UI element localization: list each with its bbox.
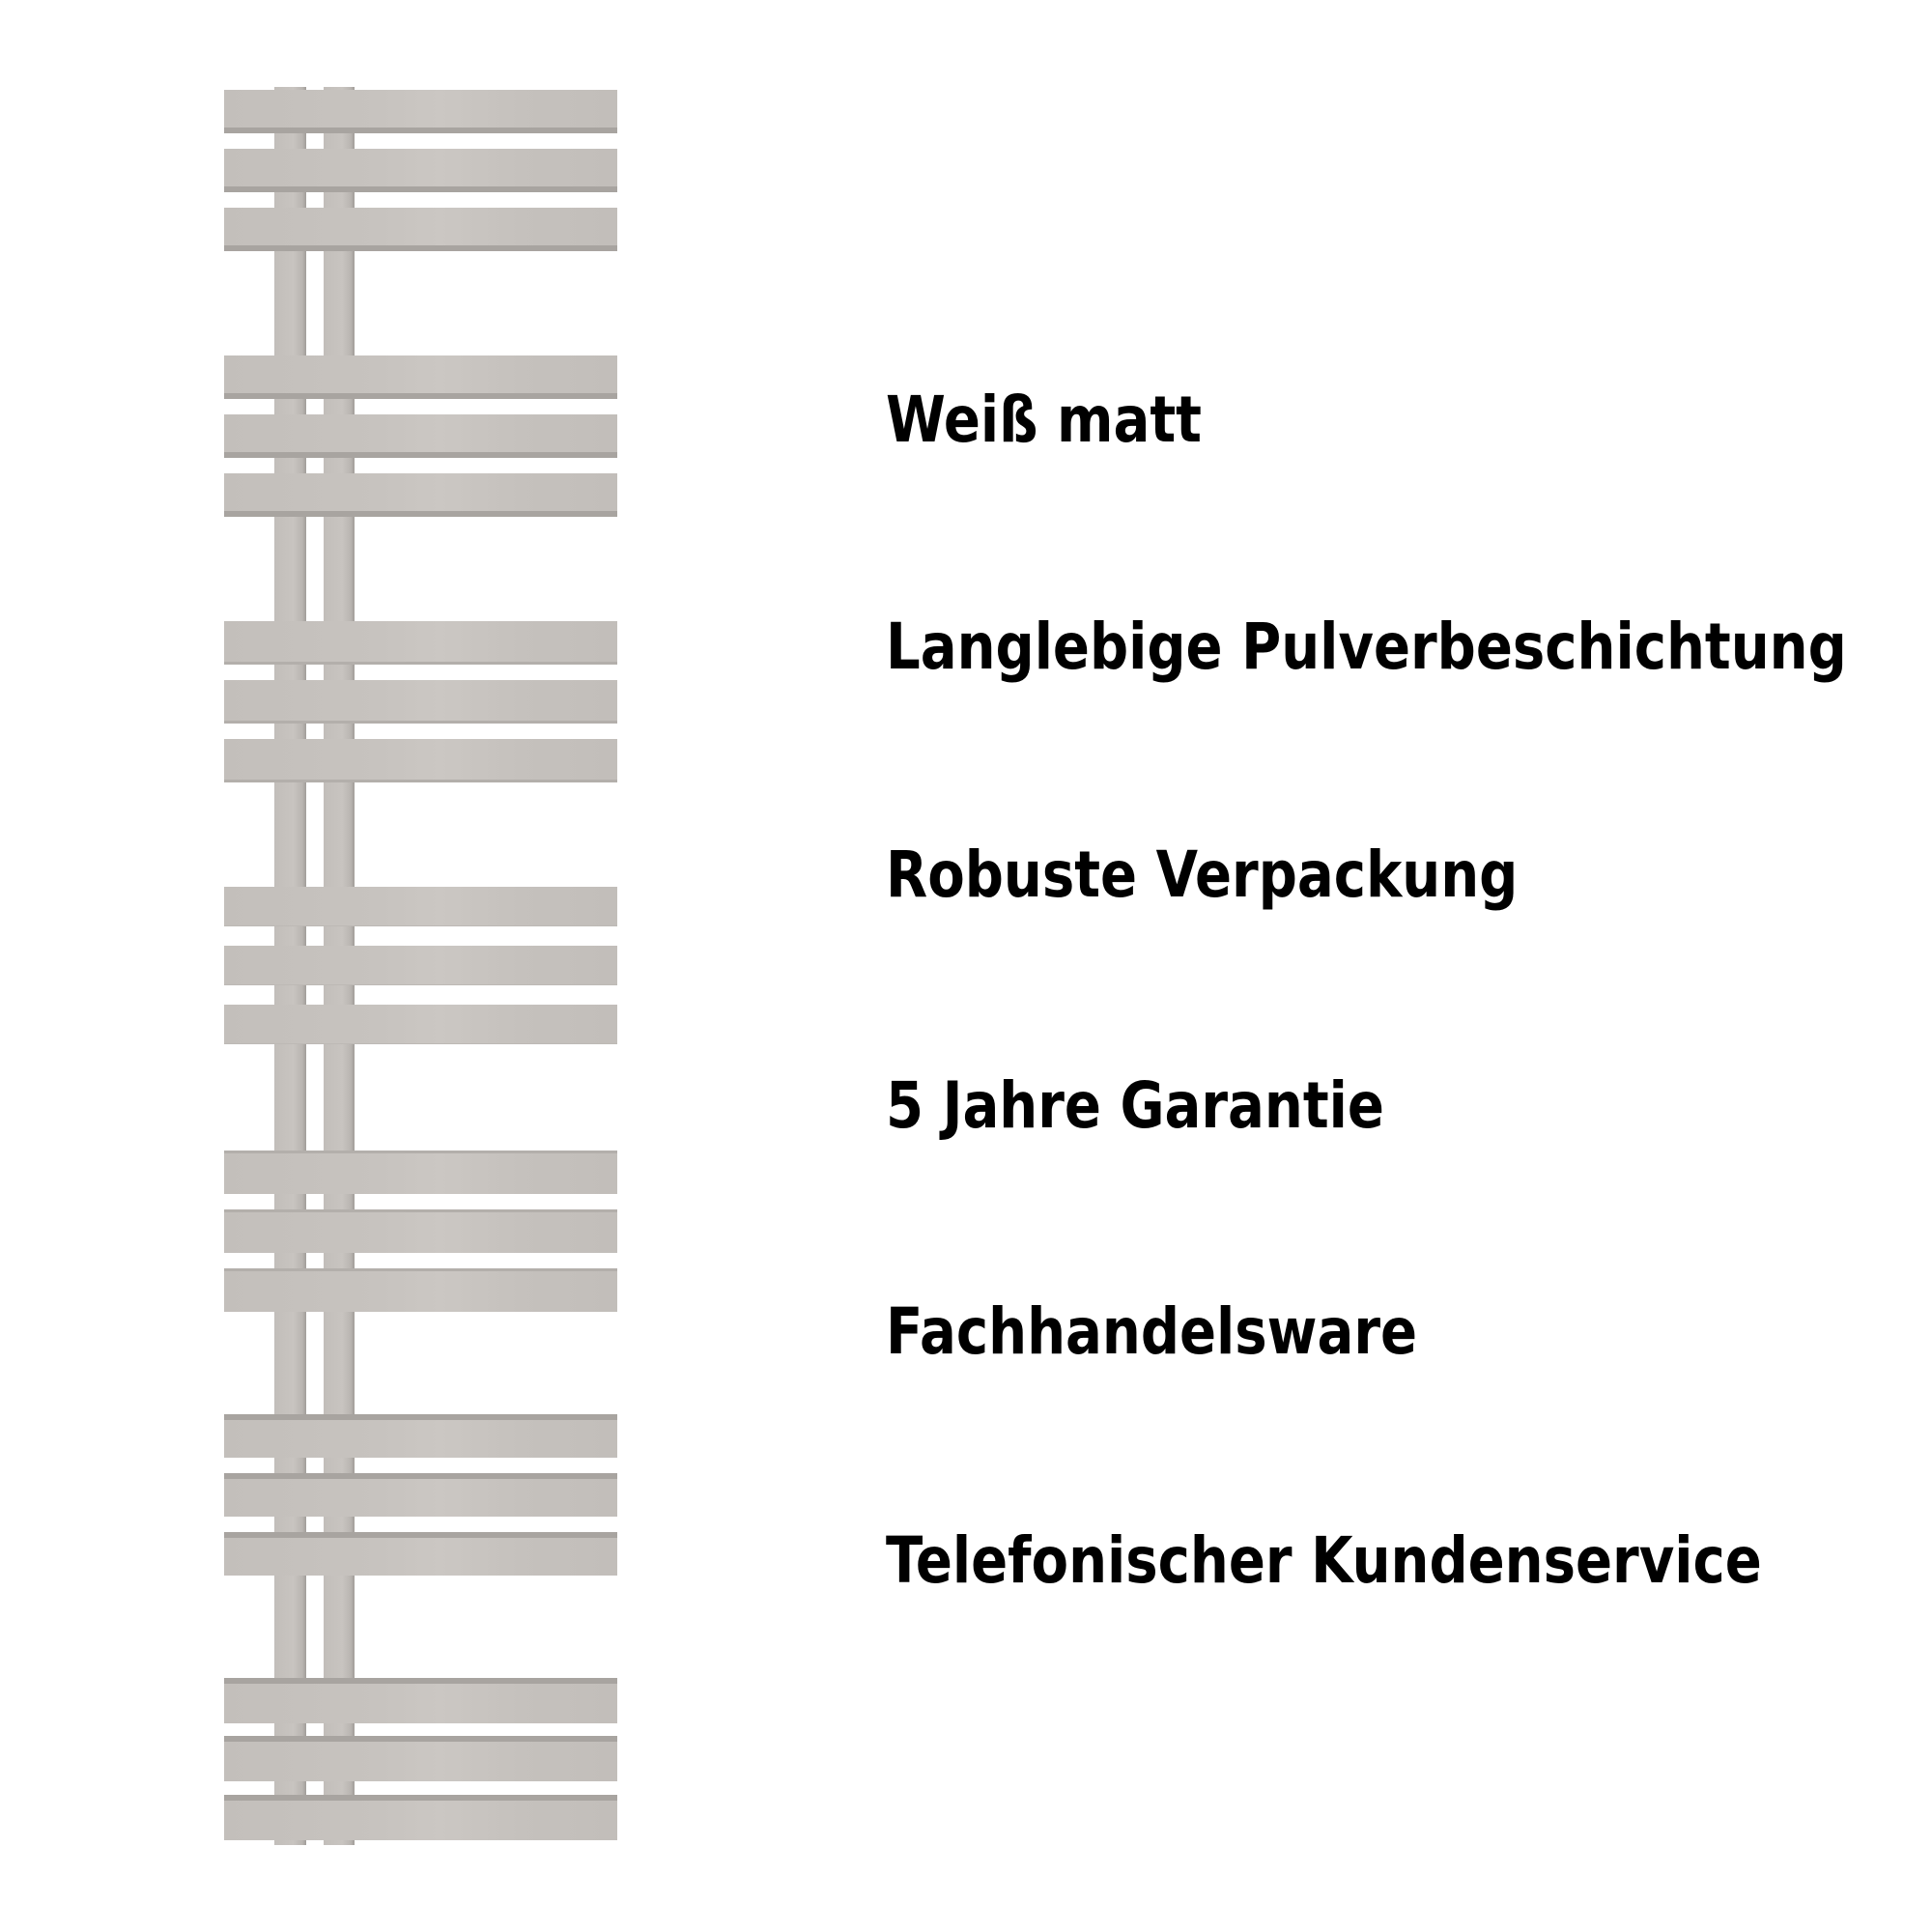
radiator-bar [224, 946, 617, 985]
feature-coating: Langlebige Pulverbeschichtung [886, 610, 1847, 684]
feature-customer-service: Telefonischer Kundenservice [886, 1523, 1762, 1598]
radiator-bar [224, 621, 617, 665]
radiator-bar [224, 1736, 617, 1781]
radiator-bar [224, 473, 617, 517]
feature-finish: Weiß matt [886, 383, 1202, 457]
radiator-bar [224, 887, 617, 926]
radiator-bar [224, 1005, 617, 1044]
feature-packaging: Robuste Verpackung [886, 838, 1519, 912]
radiator-bar [224, 1678, 617, 1723]
feature-list: Weiß matt Langlebige Pulverbeschichtung … [886, 0, 1929, 1932]
radiator-bar [224, 1268, 617, 1312]
radiator-bar [224, 1473, 617, 1517]
radiator-bar [224, 355, 617, 399]
radiator-bar [224, 149, 617, 192]
radiator-bar [224, 208, 617, 251]
radiator-bar [224, 1414, 617, 1458]
radiator-bar [224, 1795, 617, 1840]
radiator-bar [224, 1151, 617, 1194]
radiator-bar [224, 739, 617, 782]
radiator-bar [224, 680, 617, 724]
radiator-bar [224, 1532, 617, 1576]
radiator-bar [224, 414, 617, 458]
towel-radiator-illustration [0, 0, 676, 1932]
radiator-bar [224, 90, 617, 133]
feature-warranty: 5 Jahre Garantie [886, 1068, 1384, 1143]
radiator-bar [224, 1209, 617, 1253]
feature-trade-quality: Fachhandelsware [886, 1294, 1418, 1369]
